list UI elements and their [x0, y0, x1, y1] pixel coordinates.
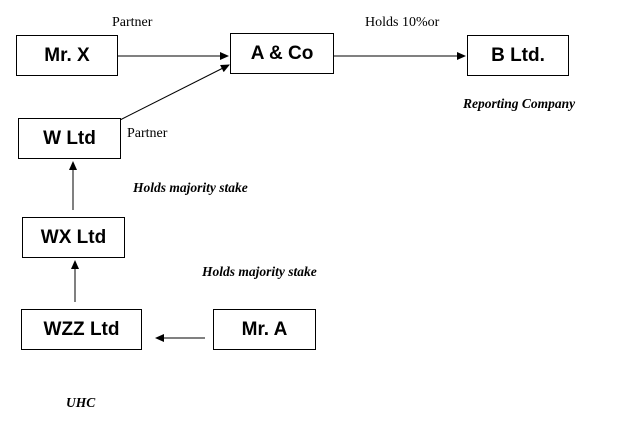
entity-a-and-co: A & Co: [230, 33, 334, 74]
entity-w-ltd: W Ltd: [18, 118, 121, 159]
label-holds-majority-1: Holds majority stake: [133, 180, 248, 195]
entity-wx-ltd: WX Ltd: [22, 217, 125, 258]
label-reporting-company: Reporting Company: [463, 96, 576, 111]
entity-wzz-ltd: WZZ Ltd: [21, 309, 142, 350]
entity-mr-a: Mr. A: [213, 309, 316, 350]
label-partner-top: Partner: [112, 15, 153, 30]
label-uhc: UHC: [66, 395, 96, 410]
entity-b-ltd: B Ltd.: [467, 35, 569, 76]
arrow-wltd-to-aco: [119, 64, 230, 121]
label-holds-majority-2: Holds majority stake: [202, 264, 317, 279]
label-partner-w: Partner: [127, 126, 168, 141]
label-holds: Holds 10%or: [365, 15, 440, 30]
entity-mr-x: Mr. X: [16, 35, 118, 76]
